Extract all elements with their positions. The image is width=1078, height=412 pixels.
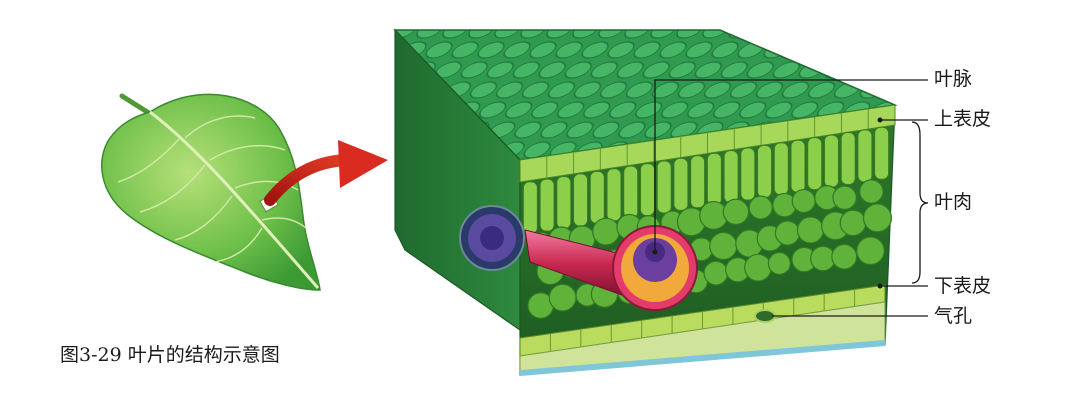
label-lower-epidermis: 下表皮	[934, 275, 992, 297]
label-mesophyll: 叶肉	[934, 191, 973, 213]
upper-epidermis-cells	[546, 108, 869, 178]
label-upper-epidermis: 上表皮	[934, 108, 992, 130]
leader-dots	[652, 117, 883, 289]
leaf-veins	[117, 115, 307, 263]
figure-caption: 图3-29 叶片的结构示意图	[60, 344, 280, 366]
leaf-cross-section-block	[393, 28, 898, 376]
label-vein: 叶脉	[934, 68, 973, 90]
brace-mesophyll	[911, 121, 929, 284]
label-stoma: 气孔	[934, 305, 973, 327]
leaf-midrib	[149, 110, 320, 289]
leaf-illustration	[101, 93, 321, 291]
leader-lines	[654, 79, 929, 317]
palisade-cells	[522, 126, 890, 235]
lower-epidermis-cells	[549, 289, 856, 352]
leaf-blade	[101, 93, 321, 291]
minor-vein-bundle	[459, 205, 525, 271]
red-arrow-icon	[264, 140, 388, 206]
leader-vein	[654, 79, 928, 252]
